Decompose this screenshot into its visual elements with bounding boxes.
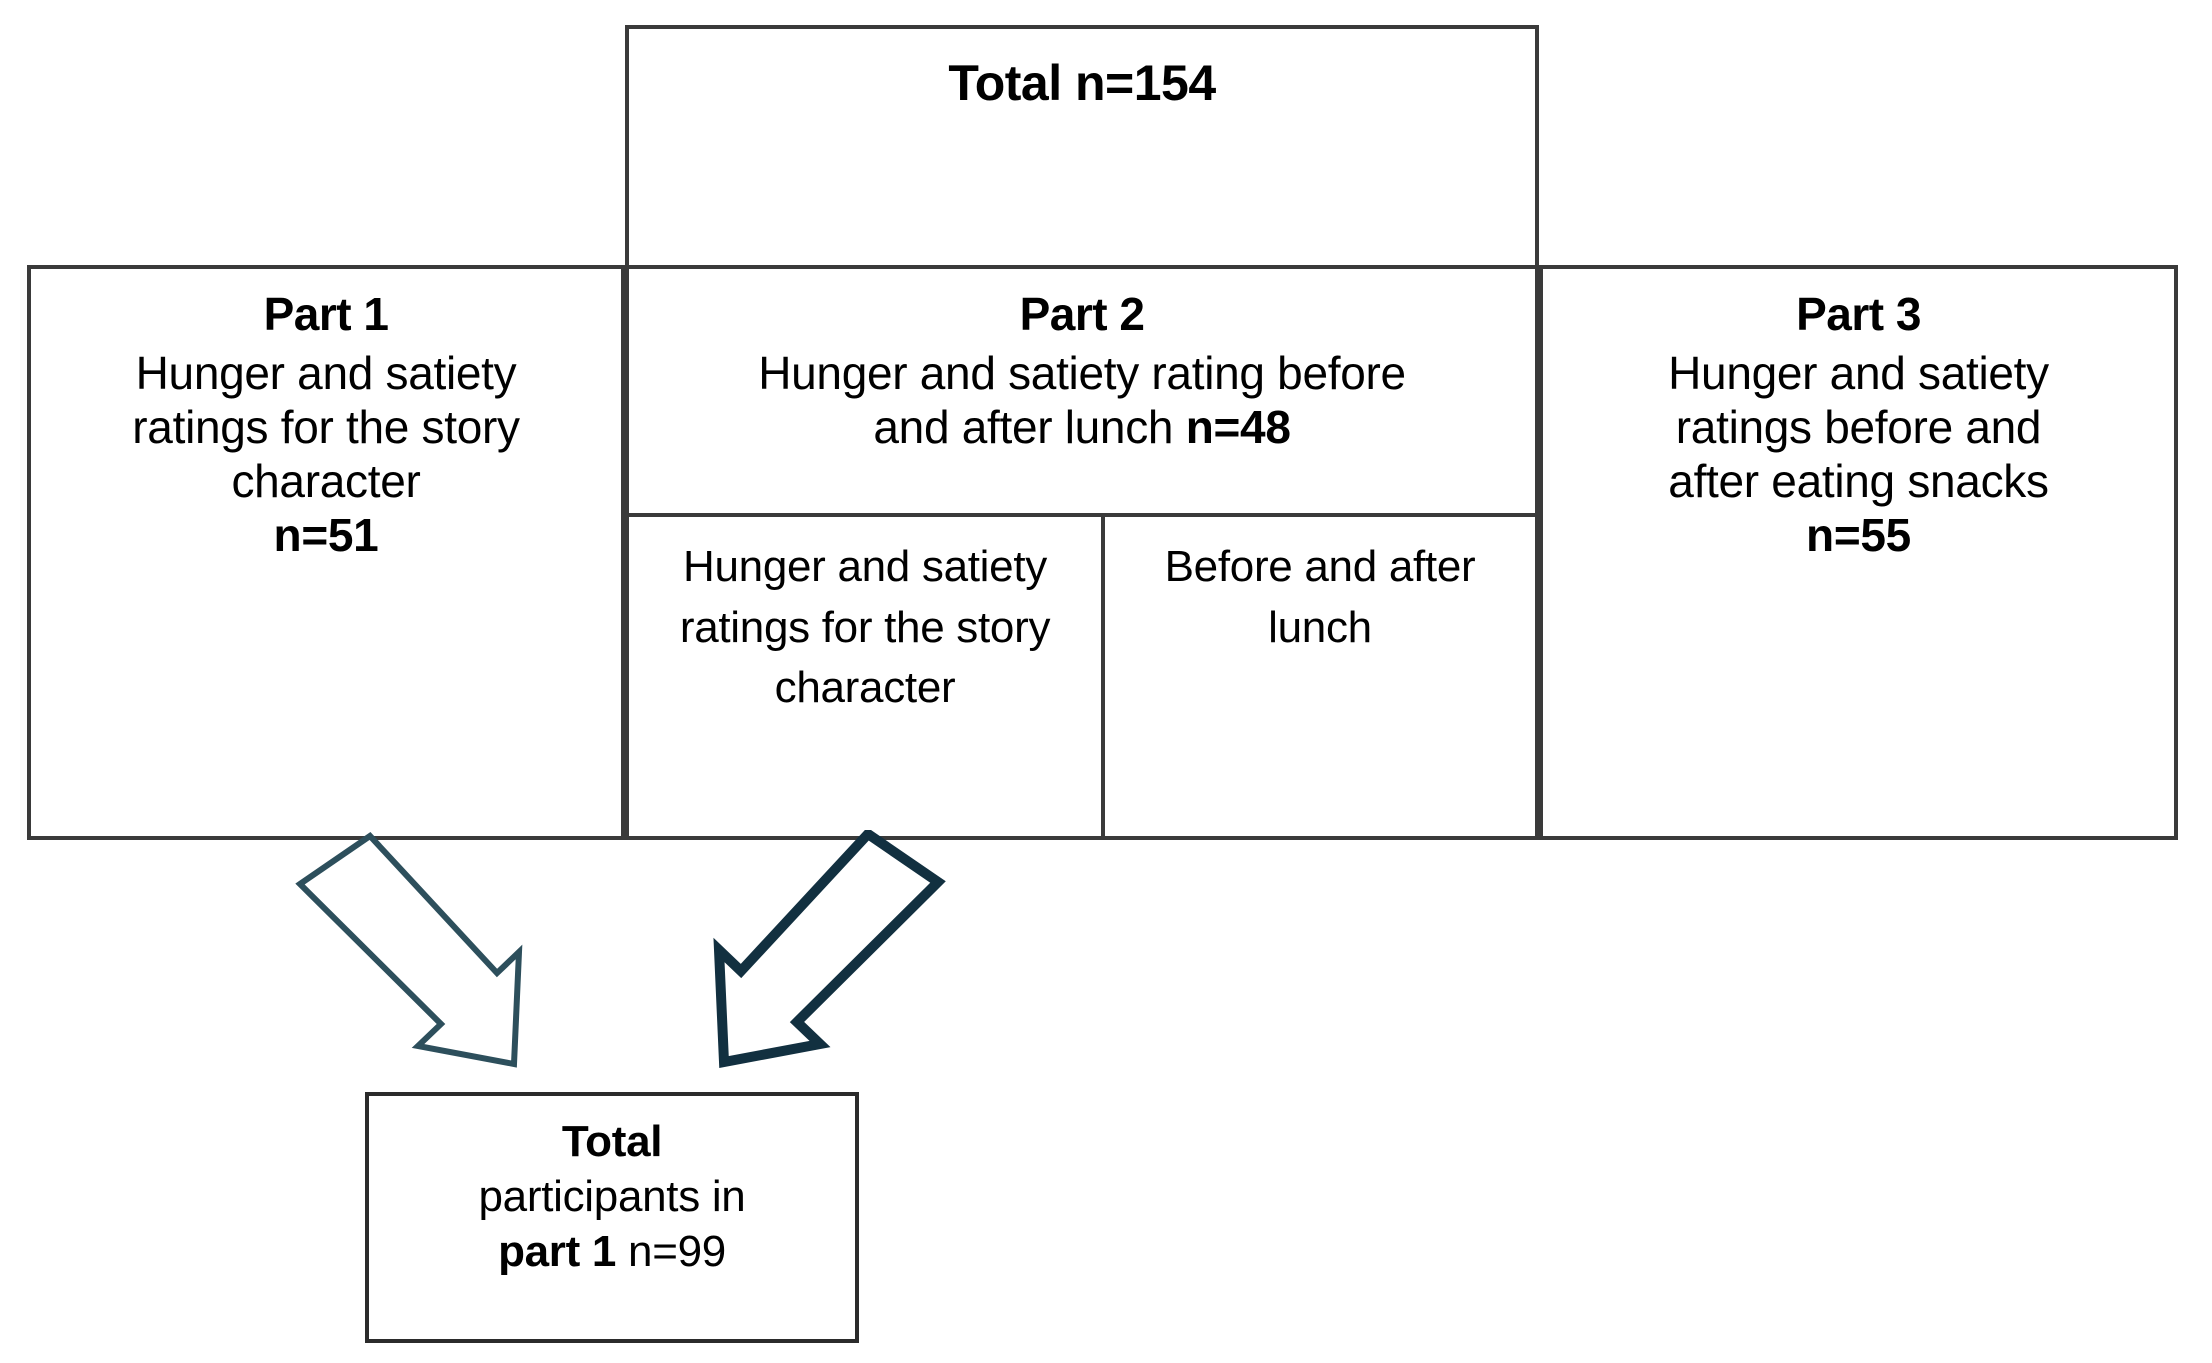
part-2-body-line-2: and after lunch n=48: [758, 400, 1406, 454]
bottom-total-box: Total participants in part 1 n=99: [365, 1092, 859, 1343]
part-1-body-line-1: Hunger and satiety: [135, 346, 517, 399]
part-2-box: Part 2 Hunger and satiety rating before …: [625, 265, 1539, 840]
part-2-subcell-before-after-lunch-text: Before and after lunch: [1164, 542, 1476, 652]
part-3-body: Hunger and satiety ratings before and af…: [1646, 346, 2071, 563]
part-3-heading: Part 3: [1796, 288, 1921, 340]
bottom-total-line-2: participants in: [478, 1172, 746, 1221]
part-1-body-line-2: ratings for the story: [132, 400, 520, 453]
bottom-total-line-3-rest: n=99: [616, 1227, 726, 1276]
part-2-header: Part 2 Hunger and satiety rating before …: [629, 269, 1535, 517]
part-2-heading: Part 2: [1019, 288, 1145, 340]
part-3-box: Part 3 Hunger and satiety ratings before…: [1539, 265, 2178, 840]
arrow-down-left-icon: [713, 830, 946, 1068]
part-1-heading: Part 1: [263, 288, 389, 340]
bottom-total-line-3-bold: part 1: [498, 1227, 617, 1276]
total-header-label: Total n=154: [948, 55, 1216, 111]
part-2-subcell-before-after-lunch: Before and after lunch: [1105, 517, 1535, 836]
part-1-n-label: n=51: [273, 509, 379, 562]
part-2-subrow: Hunger and satiety ratings for the story…: [629, 517, 1535, 836]
part-2-subcell-story-character-text: Hunger and satiety ratings for the story…: [679, 542, 1051, 713]
bottom-total-line-3: part 1 n=99: [498, 1224, 726, 1279]
part-2-n-label: n=48: [1185, 400, 1291, 453]
part-1-body-line-3: character: [231, 455, 421, 508]
part-1-body: Hunger and satiety ratings for the story…: [110, 346, 541, 563]
arrow-down-right-icon: [295, 832, 523, 1068]
bottom-total-line-1: Total: [561, 1117, 663, 1166]
total-header-box: Total n=154: [625, 25, 1539, 270]
part-3-body-line-1: Hunger and satiety: [1668, 346, 2049, 399]
part-3-body-line-3: after eating snacks: [1668, 455, 2049, 508]
arrow-down-left-shape: [713, 830, 946, 1068]
part-3-n-label: n=55: [1806, 509, 1911, 562]
arrow-down-right-shape: [295, 832, 523, 1068]
part-2-body: Hunger and satiety rating before and aft…: [736, 346, 1428, 455]
part-2-subcell-story-character: Hunger and satiety ratings for the story…: [629, 517, 1105, 836]
part-2-body-line-1: Hunger and satiety rating before: [758, 346, 1406, 399]
part-1-box: Part 1 Hunger and satiety ratings for th…: [27, 265, 625, 840]
part-3-body-line-2: ratings before and: [1675, 400, 2042, 453]
part-2-body-line-2-prefix: and after lunch: [873, 400, 1186, 453]
